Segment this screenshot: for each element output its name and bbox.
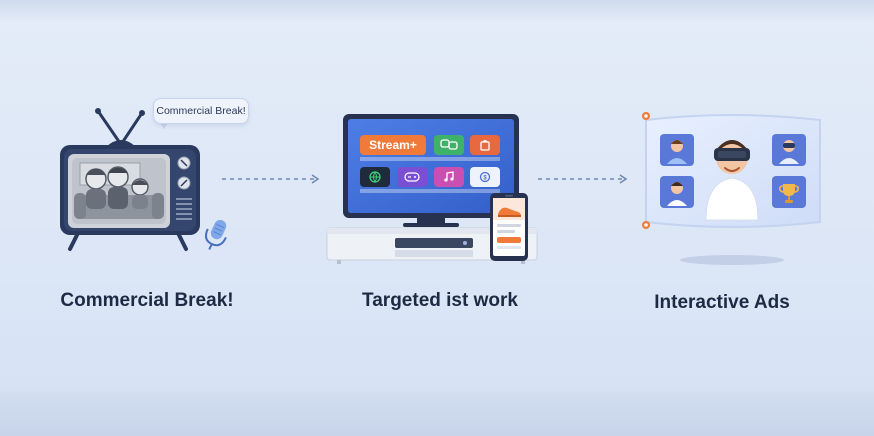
app-tile-dark[interactable] — [360, 167, 390, 187]
svg-text:$: $ — [483, 176, 487, 182]
bottom-band — [0, 392, 874, 436]
bag-icon — [480, 139, 490, 151]
step-title-commercial-break: Commercial Break! — [60, 290, 234, 311]
speech-bubble-tail — [158, 120, 170, 129]
app-tile-purple[interactable] — [397, 167, 427, 187]
retro-tv-icon — [60, 108, 200, 251]
vr-panel — [642, 112, 821, 265]
app-tile-stream-plus[interactable]: Stream+ — [360, 135, 426, 155]
smartphone-icon — [490, 193, 528, 261]
step-title-targeted-network: Targeted ist work — [362, 290, 518, 311]
top-band — [0, 0, 874, 22]
speech-bubble: Commercial Break! — [153, 98, 249, 124]
app-tile-white[interactable]: $ — [470, 167, 500, 187]
app-tile-orange-small[interactable] — [470, 135, 500, 155]
microphone-icon — [204, 219, 227, 250]
arrow-connector-2 — [538, 174, 628, 184]
globe-icon — [369, 171, 381, 183]
app-tile-pink[interactable] — [434, 167, 464, 187]
app-caption-line-1 — [360, 157, 500, 161]
arrow-connector-1 — [222, 174, 320, 184]
app-tile-green[interactable] — [434, 135, 464, 155]
step-title-interactive-ads: Interactive Ads — [654, 292, 790, 313]
chat-icon — [440, 139, 458, 150]
music-icon — [444, 171, 454, 182]
trophy-icon — [779, 184, 799, 203]
app-caption-line-2 — [360, 189, 500, 193]
gamepad-icon — [404, 172, 420, 182]
coin-icon: $ — [479, 171, 491, 183]
